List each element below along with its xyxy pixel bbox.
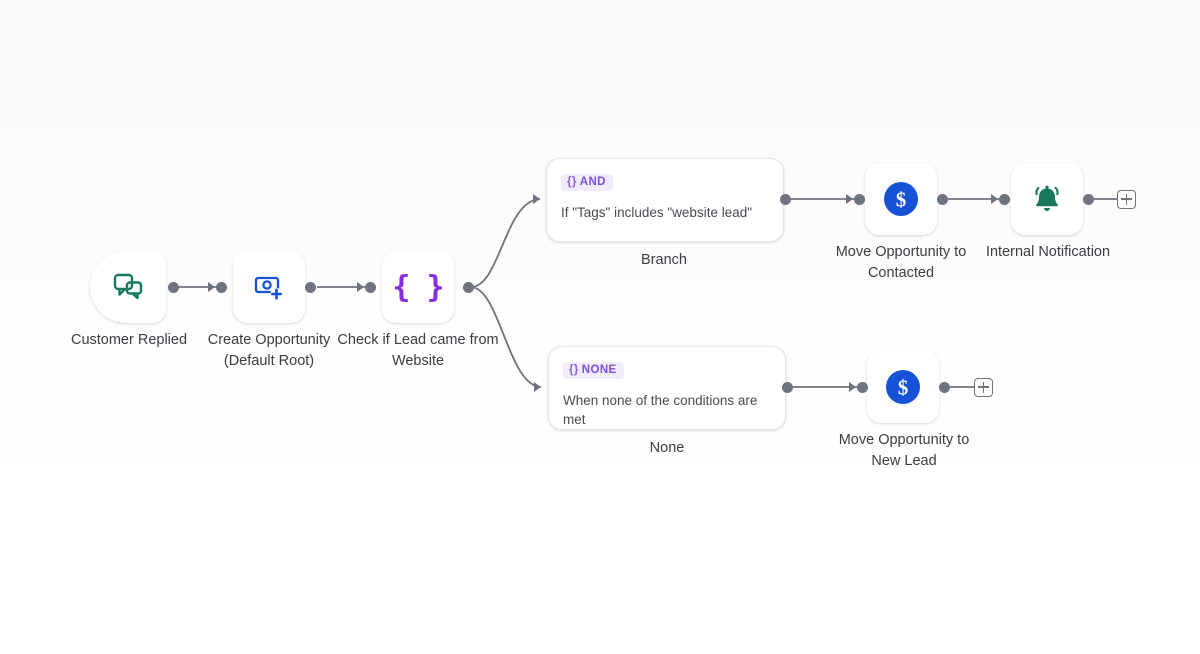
chat-bubbles-icon bbox=[111, 270, 145, 304]
add-step-button-bottom[interactable] bbox=[974, 377, 993, 397]
arrowhead-into-create-opportunity bbox=[208, 282, 215, 292]
port-in-move-contacted[interactable] bbox=[854, 193, 865, 205]
arrowhead-into-branch-and bbox=[533, 194, 540, 204]
braces-icon: { } bbox=[392, 269, 444, 305]
plus-icon bbox=[1121, 193, 1132, 205]
port-out-move-contacted[interactable] bbox=[937, 193, 948, 205]
port-out-create-opportunity[interactable] bbox=[305, 281, 316, 293]
money-add-icon bbox=[252, 270, 286, 304]
branch-badge-none: {}NONE bbox=[563, 362, 624, 379]
arrowhead-into-move-new-lead bbox=[849, 382, 856, 392]
dollar-circle-icon: $ bbox=[884, 368, 922, 406]
bell-icon bbox=[1029, 181, 1065, 217]
node-label-move-opportunity-new-lead: Move Opportunity to New Lead bbox=[838, 432, 970, 469]
port-out-customer-replied[interactable] bbox=[168, 281, 179, 293]
port-in-internal-notification[interactable] bbox=[999, 193, 1010, 205]
branch-condition-text-none: When none of the conditions are met bbox=[563, 393, 758, 427]
node-create-opportunity[interactable] bbox=[233, 251, 305, 323]
branch-card-none[interactable]: {}NONE When none of the conditions are m… bbox=[548, 346, 786, 430]
branch-badge-and: {}AND bbox=[561, 174, 613, 191]
arrowhead-into-internal-notification bbox=[991, 194, 998, 204]
edge-check-to-branch-and bbox=[470, 198, 541, 288]
arrowhead-into-check-lead-source bbox=[357, 282, 364, 292]
port-in-check-lead-source[interactable] bbox=[365, 281, 376, 293]
node-label-customer-replied: Customer Replied bbox=[70, 332, 188, 348]
node-label-create-opportunity: Create Opportunity (Default Root) bbox=[207, 332, 331, 369]
port-out-move-new-lead[interactable] bbox=[939, 381, 950, 393]
add-step-button-top[interactable] bbox=[1117, 189, 1136, 209]
arrowhead-into-move-contacted bbox=[846, 194, 853, 204]
port-out-check-lead-source[interactable] bbox=[463, 281, 474, 293]
branch-card-and[interactable]: {}AND If "Tags" includes "website lead" bbox=[546, 158, 784, 242]
branch-caption-and: Branch bbox=[641, 252, 687, 268]
node-customer-replied[interactable] bbox=[90, 251, 166, 323]
svg-text:$: $ bbox=[898, 376, 909, 400]
dollar-circle-icon: $ bbox=[882, 180, 920, 218]
svg-text:$: $ bbox=[896, 188, 907, 212]
badge-braces-icon: {} bbox=[567, 176, 577, 188]
node-label-internal-notification: Internal Notification bbox=[985, 244, 1111, 260]
node-check-lead-source[interactable]: { } bbox=[382, 251, 454, 323]
badge-label-none: NONE bbox=[581, 364, 617, 376]
node-move-opportunity-new-lead[interactable]: $ bbox=[867, 351, 939, 423]
node-label-move-opportunity-contacted: Move Opportunity to Contacted bbox=[835, 244, 967, 281]
node-internal-notification[interactable] bbox=[1011, 163, 1083, 235]
arrowhead-into-branch-none bbox=[534, 382, 541, 392]
port-in-create-opportunity[interactable] bbox=[216, 281, 227, 293]
branch-caption-none: None bbox=[649, 440, 685, 456]
branch-condition-text-and: If "Tags" includes "website lead" bbox=[561, 205, 753, 220]
port-out-branch-none[interactable] bbox=[782, 381, 793, 393]
port-in-move-new-lead[interactable] bbox=[857, 381, 868, 393]
port-out-branch-and[interactable] bbox=[780, 193, 791, 205]
port-out-internal-notification[interactable] bbox=[1083, 193, 1094, 205]
badge-braces-icon: {} bbox=[569, 364, 579, 376]
node-label-check-lead-source: Check if Lead came from Website bbox=[337, 332, 499, 369]
node-move-opportunity-contacted[interactable]: $ bbox=[865, 163, 937, 235]
edge-check-to-branch-none bbox=[470, 286, 542, 388]
badge-label-and: AND bbox=[579, 176, 606, 188]
plus-icon bbox=[978, 381, 989, 393]
